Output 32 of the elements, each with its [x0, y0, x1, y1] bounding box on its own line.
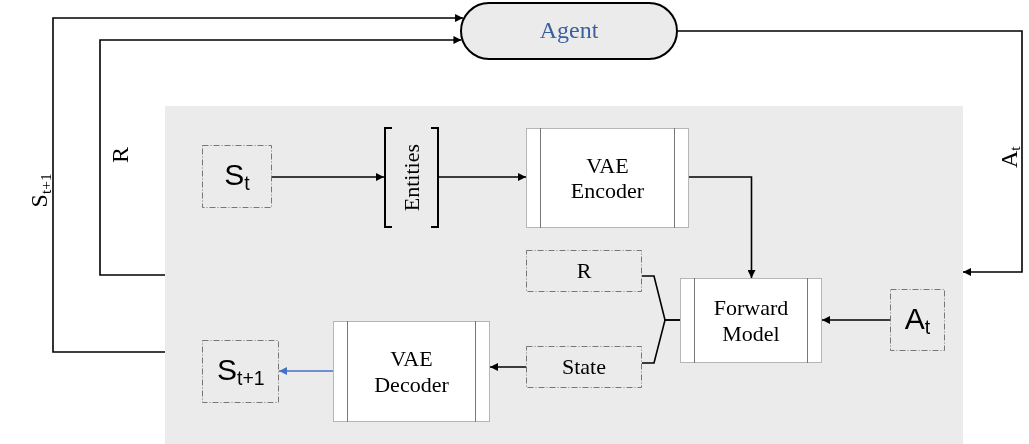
arrow: [821, 316, 891, 324]
agent-label: Agent: [539, 17, 599, 45]
module-box: [680, 278, 822, 363]
arrow: [278, 367, 334, 375]
arrow: [99, 36, 463, 276]
arrow: [271, 173, 385, 181]
node-label: S$_{t+1}$: [217, 353, 264, 390]
agent-pill: [460, 2, 678, 60]
arrow: [677, 30, 1023, 276]
bracket-box: [384, 127, 439, 228]
node-label: Entities: [398, 143, 425, 212]
arrow: [688, 176, 756, 279]
node-label: Forward Model: [712, 295, 790, 346]
dashed-box: [526, 346, 642, 388]
node-label: S$_{t}$: [224, 158, 250, 195]
dashed-box: [526, 250, 642, 292]
dashed-box: [890, 289, 945, 351]
environment-panel: [165, 106, 963, 444]
node-label: A$_{t}$: [904, 301, 931, 339]
module-box: [333, 321, 490, 422]
node-label: VAE Decoder: [373, 346, 450, 397]
dashed-box: [202, 145, 272, 208]
module-box: [526, 128, 689, 228]
arrow: [489, 363, 527, 371]
node-label: R: [576, 258, 592, 284]
node-label: State: [562, 354, 606, 380]
node-label: VAE Encoder: [569, 152, 646, 204]
dashed-box: [202, 340, 279, 403]
edge-label: R: [108, 147, 132, 163]
arrow: [438, 173, 527, 181]
connector-line: [641, 319, 681, 364]
arrow: [52, 14, 464, 353]
